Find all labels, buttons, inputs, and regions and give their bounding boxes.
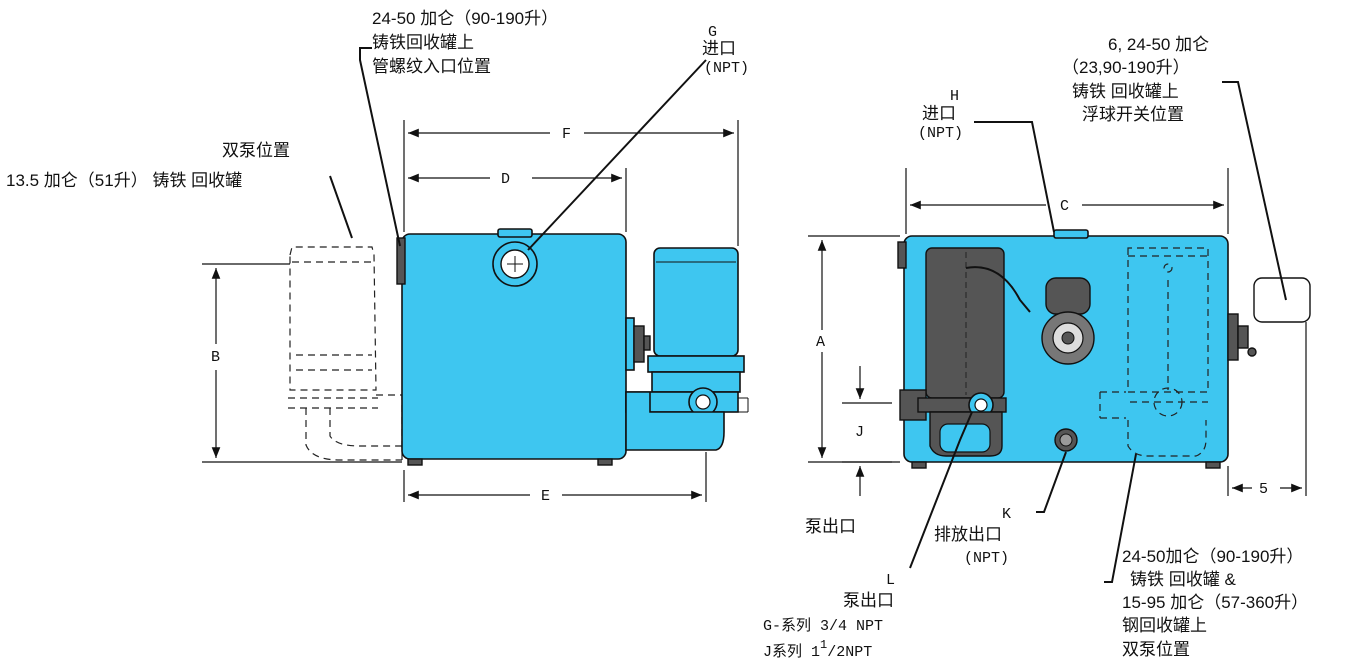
l-letter: L [886, 572, 895, 589]
dim-a-label: A [816, 334, 825, 351]
dark-pump [899, 247, 1031, 457]
l-j-series-sup: 1 [820, 638, 827, 652]
dual-line-3: 15-95 加仑（57-360升） [1122, 593, 1308, 612]
dim-e-label: E [541, 488, 550, 505]
ghost-dual-pump-left [288, 246, 403, 461]
right-view: A C J 5 [763, 35, 1311, 661]
inlet-position-line3: 管螺纹入口位置 [372, 57, 491, 76]
float-switch [1041, 277, 1095, 365]
g-letter: G [708, 24, 717, 41]
inlet-position-title: 24-50 加仑（90-190升） [372, 9, 558, 28]
dim-j-label: J [855, 424, 864, 441]
l-j-series-suffix: /2NPT [827, 644, 872, 661]
h-npt-label: (NPT) [918, 125, 963, 142]
float-line-1: 6, 24-50 加仑 [1108, 35, 1209, 54]
leader-dual-pump [329, 175, 353, 239]
leader-h-inlet [974, 121, 1055, 233]
l-outlet-label: 泵出口 [843, 591, 894, 610]
dim-f-label: F [562, 126, 571, 143]
inlet-bracket-left [396, 237, 406, 285]
dual-pump-position-label: 双泵位置 [222, 141, 290, 160]
float-line-4: 浮球开关位置 [1082, 105, 1184, 124]
k-letter: K [1002, 506, 1011, 523]
dim-a: A [808, 235, 900, 463]
top-cap-left [497, 228, 533, 238]
dim-d-label: D [501, 171, 510, 188]
float-line-2: （23,90-190升） [1062, 58, 1190, 77]
dual-line-1: 24-50加仑（90-190升） [1122, 547, 1303, 566]
dual-line-2: 铸铁 回收罐 & [1130, 570, 1236, 589]
l-j-series-prefix: J系列 1 [763, 643, 820, 661]
dual-line-5: 双泵位置 [1122, 640, 1190, 659]
h-letter: H [950, 88, 959, 105]
l-j-series-label: J系列 11/2NPT [763, 638, 872, 661]
dim-b: B [202, 263, 402, 463]
leader-dual-pump-right [1104, 453, 1137, 583]
g-npt-label: (NPT) [704, 60, 749, 77]
dim-c-label: C [1060, 198, 1069, 215]
inlet-position-line2: 铸铁回收罐上 [372, 33, 474, 52]
dim-b-label: B [211, 349, 220, 366]
dim-five-label: 5 [1259, 481, 1268, 498]
dim-d: D [408, 168, 627, 232]
dim-five: 5 [1227, 322, 1307, 498]
dual-line-4: 钢回收罐上 [1122, 616, 1207, 635]
side-flange-left [625, 317, 635, 371]
dim-f: F [403, 120, 739, 246]
leader-inlet-position [359, 47, 401, 247]
leader-float-switch [1222, 81, 1287, 301]
dim-j: J [842, 366, 892, 496]
ghost-dual-pump-right [1099, 247, 1209, 457]
tank-13-5-label: 13.5 加仑（51升） 铸铁 回收罐 [6, 171, 242, 190]
h-inlet-label: 进口 [922, 104, 956, 123]
pump-outlet-label: 泵出口 [805, 517, 856, 536]
leader-l-outlet [909, 411, 973, 569]
right-pump-left-view [625, 247, 749, 451]
g-inlet-label: 进口 [702, 39, 736, 58]
leader-k-drain [1036, 451, 1067, 513]
left-view: B F D E 24-50 加仑（90-1 [6, 9, 749, 505]
dim-e: E [403, 452, 707, 505]
float-line-3: 铸铁 回收罐上 [1072, 82, 1179, 101]
dim-c: C [905, 168, 1229, 234]
k-drain-label: 排放出口 [934, 525, 1002, 544]
k-npt-label: (NPT) [964, 550, 1009, 567]
l-g-series-label: G-系列 3/4 NPT [763, 617, 883, 635]
leader-g-inlet [527, 59, 707, 251]
